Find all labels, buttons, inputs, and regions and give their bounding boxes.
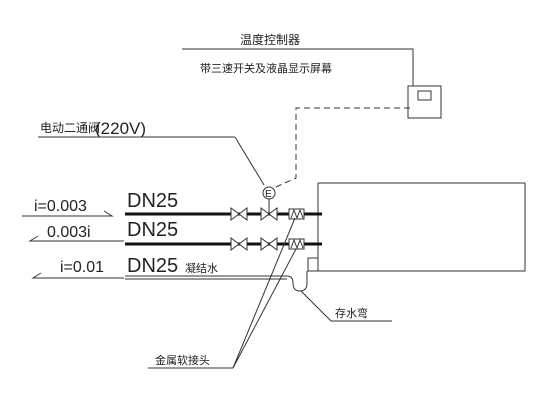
flex-joint-leader-upper bbox=[232, 217, 296, 369]
supply-slope-label: i=0.003 bbox=[34, 198, 87, 215]
thermostat-leader bbox=[182, 48, 414, 86]
condensate-pipe-size: DN25 bbox=[127, 255, 178, 277]
thermostat-display bbox=[417, 90, 432, 101]
supply-pipe-size: DN25 bbox=[127, 190, 178, 212]
return-pipe-size: DN25 bbox=[127, 219, 178, 241]
valve-voltage-label: (220V) bbox=[95, 119, 146, 138]
condensate-slope-arrow bbox=[31, 272, 124, 279]
condensate-note: 凝结水 bbox=[185, 261, 218, 275]
return-shutoff-valve bbox=[230, 237, 248, 251]
condensate-pipe-with-trap bbox=[125, 271, 308, 292]
thermostat-label: 温度控制器 bbox=[240, 32, 300, 47]
condensate-slope-label: i=0.01 bbox=[60, 259, 104, 276]
water-trap-label: 存水弯 bbox=[335, 306, 368, 320]
supply-motorized-valve bbox=[260, 207, 278, 221]
control-wire bbox=[268, 107, 410, 191]
fan-coil-unit bbox=[307, 182, 526, 272]
valve-actuator-symbol: E bbox=[265, 189, 272, 200]
thermostat-desc-label: 带三速开关及液晶显示屏幕 bbox=[200, 61, 332, 75]
water-trap-leader bbox=[300, 290, 332, 322]
valve-leader-diagonal bbox=[234, 136, 265, 186]
supply-flex-joint-symbol bbox=[290, 208, 304, 220]
return-slope-label: 0.003i bbox=[47, 224, 91, 241]
supply-flex-joint bbox=[288, 208, 305, 220]
flex-joint-label: 金属软接头 bbox=[155, 353, 210, 367]
flex-joint-leader-lower bbox=[232, 248, 297, 369]
return-balancing-valve bbox=[260, 237, 278, 251]
supply-slope-arrow bbox=[22, 210, 114, 217]
return-flex-joint bbox=[288, 238, 305, 250]
return-flex-joint-symbol bbox=[290, 238, 304, 250]
valve-label: 电动二通阀 bbox=[40, 121, 100, 135]
return-slope-arrow bbox=[28, 235, 124, 242]
supply-shutoff-valve bbox=[230, 207, 248, 221]
